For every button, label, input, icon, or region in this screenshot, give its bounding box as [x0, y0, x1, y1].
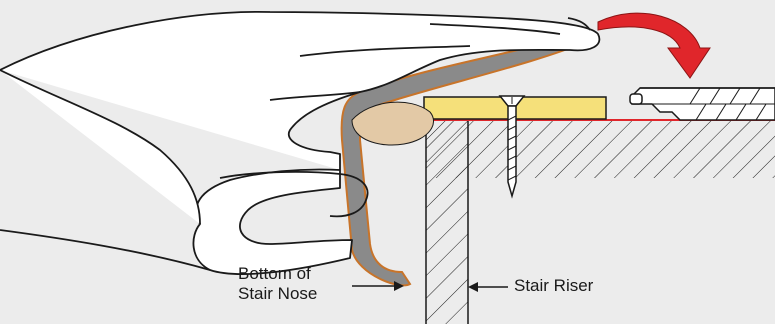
bottom-of-stair-nose-line1: Bottom of [238, 264, 317, 284]
stair-riser-hatch [426, 120, 468, 324]
bottom-of-stair-nose-line2: Stair Nose [238, 284, 317, 304]
stair-riser-label: Stair Riser [514, 276, 593, 296]
subfloor-hatch [426, 120, 775, 178]
bottom-of-stair-nose-label: Bottom of Stair Nose [238, 264, 317, 304]
